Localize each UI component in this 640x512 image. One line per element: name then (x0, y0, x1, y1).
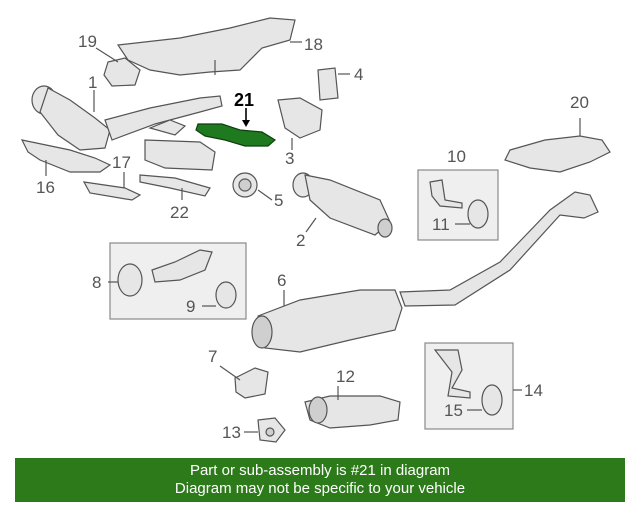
callout-7: 7 (208, 347, 217, 366)
callout-5: 5 (274, 191, 283, 210)
part-22-bracket (139, 174, 211, 200)
part-18-heat-shield (116, 17, 302, 76)
callout-18: 18 (304, 35, 323, 54)
part-13-clamp (244, 417, 286, 443)
part-19-bracket (95, 47, 141, 87)
callout-4: 4 (354, 65, 363, 84)
callout-8: 8 (92, 273, 101, 292)
callout-21: 21 (234, 90, 254, 110)
callout-13: 13 (222, 423, 241, 442)
part-2-resonator (292, 172, 393, 238)
part-3-bracket (277, 97, 323, 150)
callout-20: 20 (570, 93, 589, 112)
callout-11: 11 (432, 215, 450, 234)
part-10-11-hanger (429, 179, 489, 229)
part-7-pipe-clamp (219, 365, 269, 399)
part-17-gasket (82, 172, 142, 201)
callout-17: 17 (112, 153, 131, 172)
callout-9: 9 (186, 297, 195, 316)
callout-22: 22 (170, 203, 189, 222)
detail-box-14 (424, 342, 514, 430)
notice-banner: Part or sub-assembly is #21 in diagram D… (15, 458, 625, 502)
callout-16: 16 (36, 178, 55, 197)
tailpipe (399, 191, 599, 307)
callout-2: 2 (296, 231, 305, 250)
part-12-rear-resonator (304, 386, 401, 429)
part-14-15-hanger (433, 349, 522, 416)
callout-10: 10 (447, 147, 466, 166)
callout-19: 19 (78, 32, 97, 51)
part-8-9-hanger (108, 249, 237, 309)
callout-14: 14 (524, 381, 543, 400)
callout-6: 6 (277, 271, 286, 290)
banner-line-2: Diagram may not be specific to your vehi… (174, 480, 466, 497)
part-1-converter (31, 85, 223, 151)
exhaust-parts-diagram: 19 18 4 1 21 20 10 3 17 16 5 22 11 2 6 8… (20, 17, 611, 443)
part-20-shield (504, 118, 611, 173)
callout-15: 15 (444, 401, 463, 420)
part-6-muffler (251, 289, 403, 353)
part-4-hanger (317, 67, 350, 101)
part-16-shield (20, 139, 112, 176)
part-21-highlighted (195, 108, 277, 147)
banner-line-1: Part or sub-assembly is #21 in diagram (189, 462, 451, 479)
callout-1: 1 (88, 73, 97, 92)
callout-3: 3 (285, 149, 294, 168)
front-pipe-assembly (144, 119, 273, 201)
callout-12: 12 (336, 367, 355, 386)
